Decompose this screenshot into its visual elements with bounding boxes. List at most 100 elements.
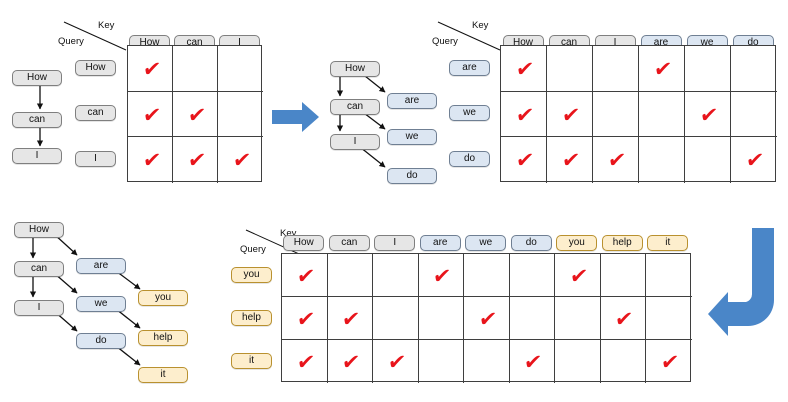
tree-node-i[interactable]: I xyxy=(330,134,380,150)
matrix-cell[interactable] xyxy=(509,297,555,340)
tree-node-we[interactable]: we xyxy=(76,296,126,312)
matrix-cell[interactable]: ✔ xyxy=(173,91,218,138)
token-label: we xyxy=(463,107,476,119)
tree-node-how[interactable]: How xyxy=(14,222,64,238)
matrix-cell[interactable]: ✔ xyxy=(328,340,373,383)
token-label: can xyxy=(560,37,578,48)
matrix-cell[interactable]: ✔ xyxy=(327,297,373,340)
tree-node-i[interactable]: I xyxy=(12,148,62,164)
matrix-cell[interactable]: ✔ xyxy=(282,254,328,297)
row-header-you[interactable]: you xyxy=(231,266,272,283)
row-header-we[interactable]: we xyxy=(449,105,490,122)
matrix-cell[interactable] xyxy=(373,297,419,340)
row-header-i[interactable]: I xyxy=(75,151,116,167)
token-label: can xyxy=(341,237,358,248)
matrix-cell[interactable] xyxy=(547,46,593,92)
matrix-cell[interactable] xyxy=(593,46,639,92)
token-label: it xyxy=(160,369,166,380)
matrix-cell[interactable]: ✔ xyxy=(128,137,173,183)
row-header-it[interactable]: it xyxy=(231,352,272,369)
row-header-help[interactable]: help xyxy=(231,309,272,326)
matrix-cell[interactable] xyxy=(218,92,263,138)
matrix-cell[interactable]: ✔ xyxy=(373,340,419,383)
column-header-do[interactable]: do xyxy=(510,235,552,251)
matrix-cell[interactable]: ✔ xyxy=(555,254,601,297)
matrix-cell[interactable]: ✔ xyxy=(173,137,218,183)
matrix-cell[interactable] xyxy=(464,254,510,297)
matrix-cell[interactable]: ✔ xyxy=(128,91,173,138)
tree-node-are[interactable]: are xyxy=(387,93,437,109)
column-header-how[interactable]: How xyxy=(283,235,325,251)
check-icon: ✔ xyxy=(613,307,635,331)
matrix-cell[interactable]: ✔ xyxy=(547,137,593,183)
matrix-cell[interactable]: ✔ xyxy=(646,340,692,383)
token-label: do xyxy=(95,335,107,346)
matrix-cell[interactable]: ✔ xyxy=(510,340,555,383)
column-header-are[interactable]: are xyxy=(419,235,461,251)
tree-node-it[interactable]: it xyxy=(138,367,188,383)
matrix-cell[interactable] xyxy=(639,137,685,183)
matrix-cell[interactable]: ✔ xyxy=(418,254,464,297)
row-header-can[interactable]: can xyxy=(75,105,116,122)
tree-node-how[interactable]: How xyxy=(12,70,62,86)
matrix-cell[interactable] xyxy=(418,297,464,340)
matrix-cell[interactable]: ✔ xyxy=(282,297,328,340)
matrix-cell[interactable] xyxy=(646,254,692,297)
matrix-cell[interactable] xyxy=(601,340,646,383)
matrix-cell[interactable]: ✔ xyxy=(282,340,328,383)
column-header-i[interactable]: I xyxy=(374,235,416,251)
matrix-cell[interactable]: ✔ xyxy=(501,91,547,138)
matrix-cell[interactable] xyxy=(555,297,601,340)
token-label: do xyxy=(747,37,759,48)
check-icon: ✔ xyxy=(560,102,582,127)
tree-node-do[interactable]: do xyxy=(387,168,437,184)
matrix-cell[interactable] xyxy=(173,46,218,92)
tree-node-do[interactable]: do xyxy=(76,333,126,349)
matrix-cell[interactable] xyxy=(685,46,731,92)
matrix-cell[interactable] xyxy=(419,340,464,383)
matrix-cell[interactable]: ✔ xyxy=(128,46,173,92)
column-header-help[interactable]: help xyxy=(601,235,643,251)
matrix-cell[interactable] xyxy=(731,92,777,138)
tree-node-i[interactable]: I xyxy=(14,300,64,316)
token-label: you xyxy=(154,292,172,303)
matrix-cell[interactable]: ✔ xyxy=(547,91,593,138)
column-header-we[interactable]: we xyxy=(465,235,507,251)
matrix-cell[interactable] xyxy=(327,254,373,297)
matrix-cell[interactable]: ✔ xyxy=(501,46,547,92)
row-header-are[interactable]: are xyxy=(449,59,490,76)
matrix-cell[interactable]: ✔ xyxy=(593,137,639,183)
matrix-cell[interactable] xyxy=(509,254,555,297)
tree-node-can[interactable]: can xyxy=(14,261,64,277)
matrix-cell[interactable]: ✔ xyxy=(501,137,547,183)
matrix-cell[interactable] xyxy=(555,340,601,383)
matrix-cell[interactable]: ✔ xyxy=(464,297,510,340)
column-header-can[interactable]: can xyxy=(328,235,370,251)
matrix-cell[interactable] xyxy=(639,91,685,138)
matrix-cell[interactable]: ✔ xyxy=(685,91,731,138)
column-header-it[interactable]: it xyxy=(647,235,689,251)
row-header-do[interactable]: do xyxy=(449,151,490,167)
step-arrow-wrap-down-left xyxy=(706,228,782,343)
row-header-how[interactable]: How xyxy=(75,59,116,76)
tree-node-can[interactable]: can xyxy=(12,112,62,128)
matrix-cell[interactable]: ✔ xyxy=(218,137,263,183)
tree-node-how[interactable]: How xyxy=(330,61,380,77)
tree-node-can[interactable]: can xyxy=(330,99,380,115)
tree-node-we[interactable]: we xyxy=(387,129,437,145)
matrix-cell[interactable]: ✔ xyxy=(600,297,646,340)
tree-node-are[interactable]: are xyxy=(76,258,126,274)
matrix-cell[interactable] xyxy=(685,137,731,183)
matrix-cell[interactable] xyxy=(646,297,692,340)
matrix-cell[interactable] xyxy=(373,254,419,297)
tree-node-help[interactable]: help xyxy=(138,330,188,346)
matrix-cell[interactable] xyxy=(218,46,263,92)
matrix-cell[interactable]: ✔ xyxy=(731,137,777,183)
matrix-cell[interactable] xyxy=(593,91,639,138)
matrix-cell[interactable] xyxy=(600,254,646,297)
matrix-cell[interactable]: ✔ xyxy=(639,46,685,92)
column-header-you[interactable]: you xyxy=(556,235,598,251)
matrix-cell[interactable] xyxy=(464,340,510,383)
tree-node-you[interactable]: you xyxy=(138,290,188,306)
matrix-cell[interactable] xyxy=(731,46,777,92)
